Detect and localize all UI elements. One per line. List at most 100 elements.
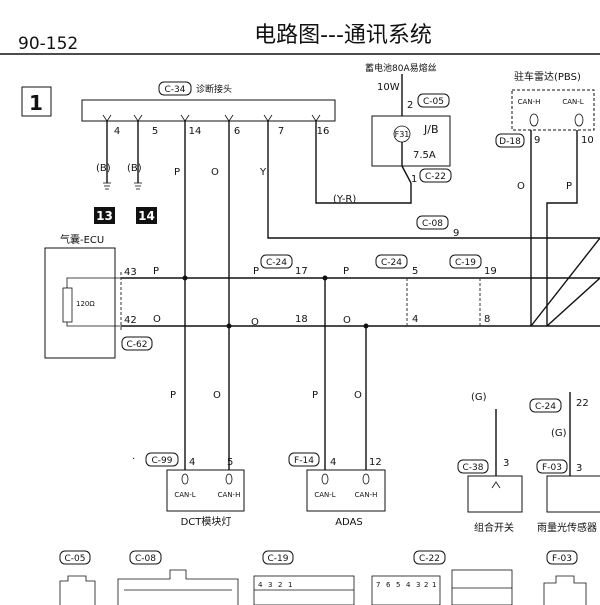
adas-can-l: CAN-L [314,491,335,499]
bottom-tag-f03 [546,550,578,565]
dct-pin-l: 4 [189,457,195,468]
airbag-pin-l: 42 [124,315,137,326]
terminator-resistor-label: 120Ω [76,300,95,308]
rain-wire: (G) [551,428,567,439]
dct-module-box [166,469,245,512]
airbag-pin-h: 43 [124,267,137,278]
wire-pbs-cross [530,237,600,327]
adas-wire-p: P [312,390,318,401]
svg-text:5: 5 [396,581,400,589]
c08-code: C-08 [422,219,443,229]
stray-mark: · [132,454,135,465]
page-title: 电路图---通讯系统 [254,23,432,48]
c24a-tag [260,254,293,269]
bus-label-p2: P [343,266,349,277]
jb-top-connector-tag [417,93,450,108]
c24b-code: C-24 [381,258,402,268]
bus-label-o1: O [251,317,259,328]
resistor-lead-l [66,322,121,327]
c24b-pin-h: 5 [412,266,418,277]
connector-c19b-pin-numbers: 7 6 5 4 3 2 1 [376,581,436,589]
dct-wire-o: O [213,390,221,401]
airbag-title: 气囊-ECU [60,233,104,246]
jb-bottom-connector-tag [419,168,452,183]
ground-badge-13 [94,207,115,224]
c08-pin: 9 [453,228,459,239]
wire-diag-7-y [267,121,600,239]
bottom-tag-c19 [262,550,294,565]
dct-name: DCT模块灯 [181,516,232,528]
wire-color-p: P [174,167,180,178]
svg-text:2: 2 [278,581,282,589]
wire-pbs-join [546,277,600,327]
wire-diag-16-yr [315,121,412,204]
pbs-pin-b: 10 [581,135,594,146]
c24a-code: C-24 [266,258,287,268]
pbs-pin-a: 9 [534,135,540,146]
airbag-connector: C-62 [127,340,148,350]
resistor-lead-h [66,277,121,288]
connector-view-c05 [59,575,96,605]
combo-switch-name: 组合开关 [474,521,514,534]
connector-view-c08 [117,569,239,605]
airbag-wire-p: P [153,266,159,277]
c19-pin-h: 19 [484,266,497,277]
c19-code: C-19 [455,258,476,268]
pbs-can-l: CAN-L [562,98,583,106]
adas-can-h-terminal [362,473,370,485]
pbs-connector: D-18 [499,137,521,147]
dct-can-h: CAN-H [218,491,241,499]
pbs-title: 驻车雷达(PBS) [514,70,581,83]
diag-pin-5: 5 [152,126,158,137]
c19-tag [449,254,482,269]
adas-name: ADAS [335,517,363,528]
connector-view-c19b [371,575,441,605]
rain-connector-tag [536,459,568,474]
bottom-tag-c08 [129,550,162,565]
pbs-connector-tag [495,133,525,148]
c24a-pin-h: 17 [295,266,308,277]
adas-can-h: CAN-H [355,491,378,499]
rain-pin: 3 [576,463,582,474]
svg-text:3: 3 [268,581,272,589]
ground-badge-14 [136,207,157,224]
combo-connector: C-38 [463,463,484,473]
diag-pin-6: 6 [234,126,240,137]
rain-upper-connector: C-24 [535,402,556,412]
c24a-pin-l: 18 [295,314,308,325]
ground-symbols [103,182,142,190]
ground-badge-14-text: 14 [138,209,155,223]
pbs-can-h-terminal [529,113,539,127]
wire-label-yr: (Y-R) [333,194,356,205]
bus-label-p1: P [253,266,259,277]
dct-can-l-terminal [181,473,189,485]
wire-jb-out [401,165,412,184]
connector-view-c22 [451,569,513,605]
bottom-code-c05: C-05 [65,554,86,564]
jb-top-pin: 2 [407,100,413,111]
rain-upper-connector-tag [529,398,562,413]
pbs-can-h: CAN-H [518,98,541,106]
adas-connector: F-14 [294,456,314,466]
wire-color-b1: (B) [96,163,111,174]
diag-connector-code: C-34 [165,85,186,95]
jb-top-connector: C-05 [423,97,444,107]
rain-sensor-box [546,475,600,513]
rain-connector: F-03 [542,463,562,473]
bottom-code-c19: C-19 [268,554,289,564]
combo-pin: 3 [503,458,509,469]
wire-pbs-p [546,130,578,326]
dct-wire-p: P [170,390,176,401]
diag-connector-label: 诊断接头 [196,83,232,95]
bus-label-o2: O [343,315,351,326]
diag-pin-14: 14 [189,126,202,137]
c08-tag [416,215,449,230]
terminator-resistor [62,287,73,323]
fuse-source-label: 蓄电池80A易熔丝 [365,62,437,74]
ground-badge-13-text: 13 [96,209,113,223]
combo-connector-tag [457,459,489,474]
fuse-wattage: 10W [377,82,400,93]
svg-text:6: 6 [386,581,391,589]
pbs-can-l-terminal [574,113,584,127]
